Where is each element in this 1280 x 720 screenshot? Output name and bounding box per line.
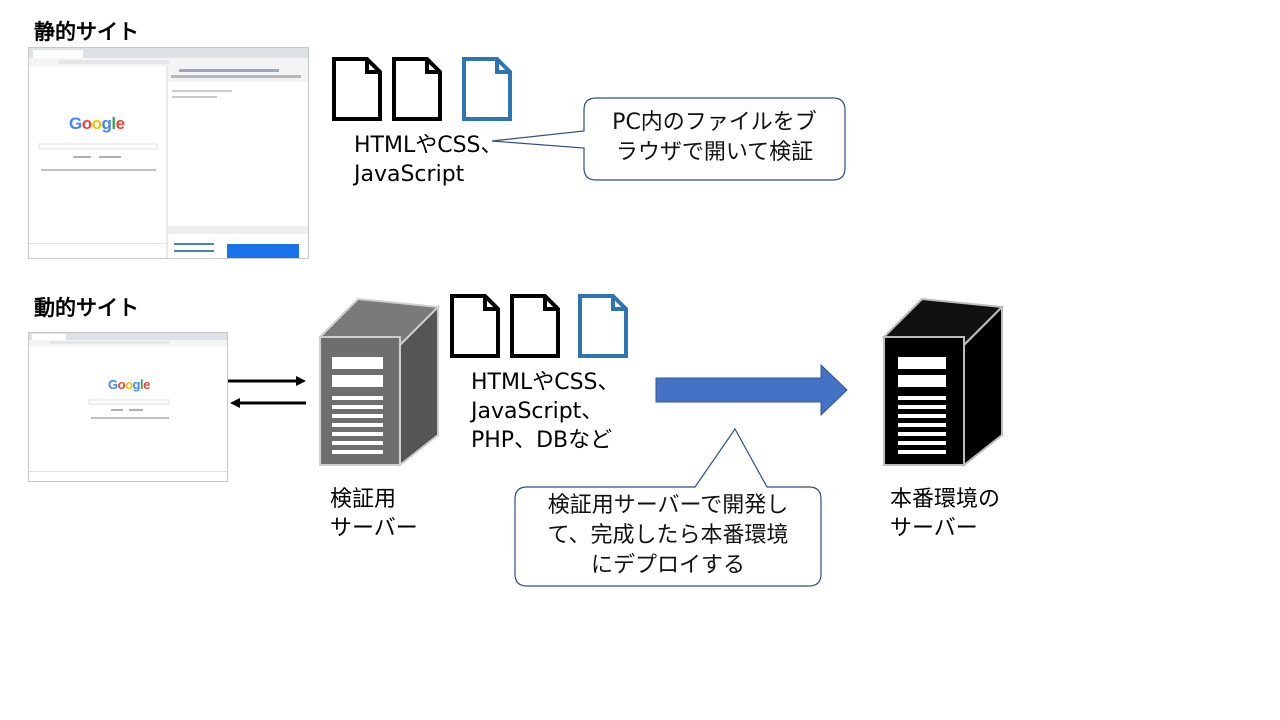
dev-server-label: 検証用 サーバー bbox=[330, 487, 418, 541]
deploy-callout-text: 検証用サーバーで開発し て、完成したら本番環境 にデプロイする bbox=[547, 493, 789, 578]
deploy-arrow-icon bbox=[655, 363, 848, 417]
google-logo: Google bbox=[69, 114, 125, 133]
file-icon-accent bbox=[462, 57, 512, 121]
google-logo: Google bbox=[108, 377, 150, 392]
file-icon bbox=[450, 294, 500, 358]
static-site-heading: 静的サイト bbox=[34, 20, 139, 44]
file-icon bbox=[332, 57, 382, 121]
dynamic-files-label: HTMLやCSS、 JavaScript、 PHP、DBなど bbox=[471, 370, 620, 453]
browser-graphic bbox=[29, 333, 227, 472]
arrow-left-icon bbox=[230, 398, 306, 408]
static-files-label: HTMLやCSS、 JavaScript bbox=[354, 133, 503, 187]
file-icon-accent bbox=[578, 294, 628, 358]
file-icon bbox=[510, 294, 560, 358]
dynamic-file-icons bbox=[450, 294, 628, 358]
static-browser-screenshot: Google bbox=[28, 47, 309, 259]
prod-server-icon bbox=[881, 297, 1005, 468]
browser-devtools-graphic bbox=[29, 48, 308, 258]
dynamic-site-heading: 動的サイト bbox=[34, 296, 139, 320]
dynamic-browser-screenshot: Google bbox=[28, 332, 228, 482]
arrow-right-icon bbox=[228, 376, 306, 386]
dev-server-icon bbox=[317, 297, 441, 468]
file-icon bbox=[392, 57, 442, 121]
static-file-icons bbox=[332, 57, 512, 121]
static-callout-text: PC内のファイルをブ ラウザで開いて検証 bbox=[612, 110, 817, 165]
prod-server-label: 本番環境の サーバー bbox=[890, 487, 1001, 541]
request-response-arrows bbox=[228, 376, 306, 408]
